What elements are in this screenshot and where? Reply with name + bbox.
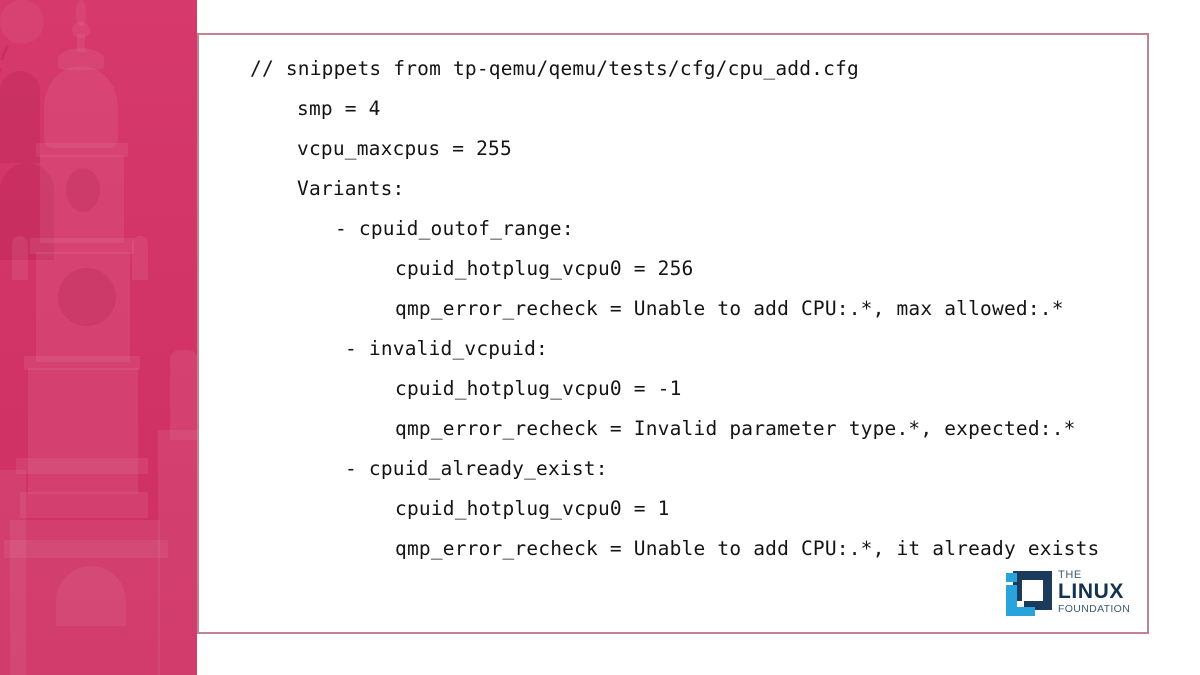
linux-foundation-wordmark: THE LINUX FOUNDATION <box>1058 569 1144 615</box>
code-line: - invalid_vcpuid: <box>345 337 548 360</box>
code-line: qmp_error_recheck = Invalid parameter ty… <box>395 417 1076 440</box>
code-line: // snippets from tp-qemu/qemu/tests/cfg/… <box>250 57 859 80</box>
logo-line-linux: LINUX <box>1058 580 1124 603</box>
logo-line-foundation: FOUNDATION <box>1058 603 1131 615</box>
code-line: Variants: <box>297 177 405 200</box>
linux-foundation-logo: THE LINUX FOUNDATION <box>1006 569 1141 619</box>
linux-foundation-mark-icon <box>1006 571 1052 616</box>
code-line: qmp_error_recheck = Unable to add CPU:.*… <box>395 297 1064 320</box>
decorative-photo-panel <box>0 0 197 675</box>
code-line: cpuid_hotplug_vcpu0 = -1 <box>395 377 682 400</box>
logo-line-the: THE <box>1058 569 1082 581</box>
code-line: - cpuid_already_exist: <box>345 457 608 480</box>
code-line: cpuid_hotplug_vcpu0 = 1 <box>395 497 670 520</box>
code-snippet-block: // snippets from tp-qemu/qemu/tests/cfg/… <box>250 49 1150 569</box>
content-card <box>197 33 1149 634</box>
code-line: vcpu_maxcpus = 255 <box>297 137 512 160</box>
code-line: smp = 4 <box>297 97 381 120</box>
magenta-overlay <box>0 0 197 675</box>
code-line: - cpuid_outof_range: <box>335 217 574 240</box>
code-line: qmp_error_recheck = Unable to add CPU:.*… <box>395 537 1100 560</box>
code-line: cpuid_hotplug_vcpu0 = 256 <box>395 257 694 280</box>
